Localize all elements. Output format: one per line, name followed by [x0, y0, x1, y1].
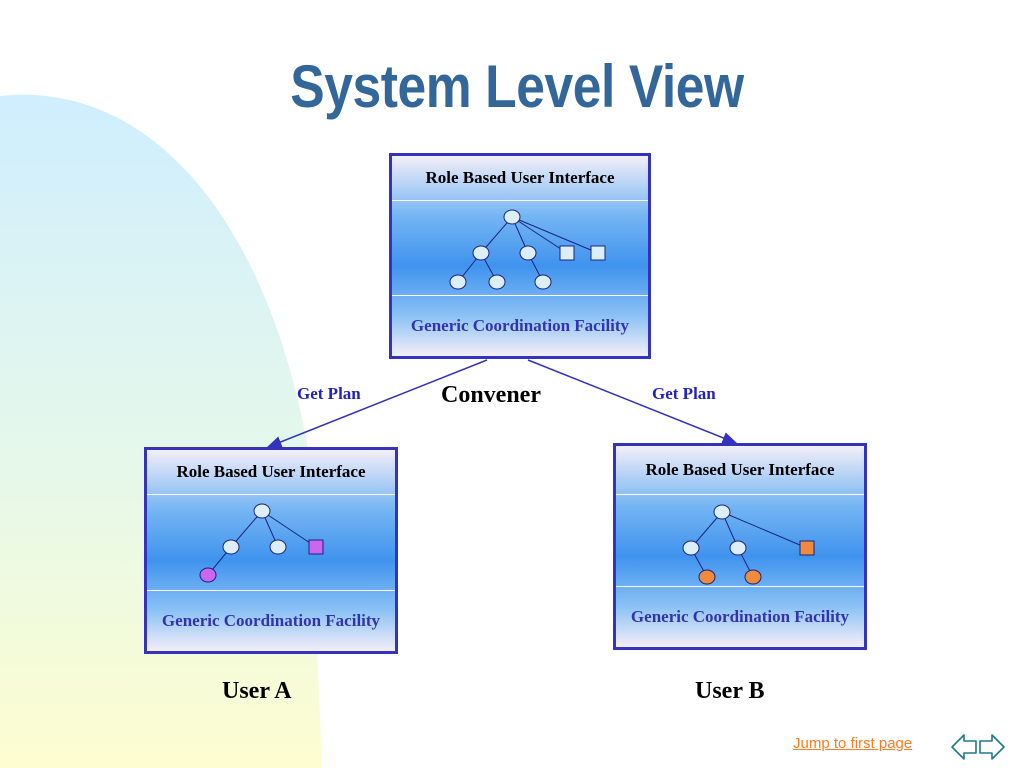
edge-label-right: Get Plan — [652, 384, 716, 403]
convener-header: Role Based User Interface — [392, 156, 648, 201]
edge-right — [527, 359, 738, 444]
tree-node-highlight — [744, 569, 762, 585]
tree-leaf-square-highlight — [799, 540, 815, 556]
edge-label-left: Get Plan — [297, 384, 361, 403]
edge-left — [266, 359, 488, 448]
arrow-left-icon[interactable] — [951, 734, 977, 760]
user-b-footer: Generic Coordination Facility — [616, 586, 864, 647]
tree-node — [488, 274, 506, 290]
tree-node — [519, 245, 537, 261]
tree-node-highlight — [199, 567, 217, 583]
tree-node-highlight — [698, 569, 716, 585]
jump-to-first-page-link[interactable]: Jump to first page — [793, 735, 913, 752]
tree-node — [682, 540, 700, 556]
tree-leaf-square — [559, 245, 575, 261]
user-b-box: Role Based User Interface Generic Coordi… — [613, 443, 867, 650]
user-b-header: Role Based User Interface — [616, 446, 864, 495]
tree-node — [472, 245, 490, 261]
tree-node — [253, 503, 271, 519]
user-a-label: User A — [222, 678, 292, 704]
tree-node — [534, 274, 552, 290]
tree-node — [222, 539, 240, 555]
page-title: System Level View — [290, 53, 744, 120]
user-a-footer: Generic Coordination Facility — [147, 590, 395, 651]
user-a-tree — [199, 503, 324, 583]
tree-leaf-square-highlight — [308, 539, 324, 555]
convener-tree — [449, 209, 606, 290]
tree-node — [503, 209, 521, 225]
user-b-label: User B — [695, 678, 765, 704]
tree-node — [449, 274, 467, 290]
tree-leaf-square — [590, 245, 606, 261]
nav-arrows — [951, 734, 1005, 760]
tree-node — [269, 539, 287, 555]
user-b-tree — [682, 504, 815, 585]
user-a-header: Role Based User Interface — [147, 450, 395, 495]
convener-footer: Generic Coordination Facility — [392, 295, 648, 356]
tree-node — [713, 504, 731, 520]
tree-node — [729, 540, 747, 556]
convener-label: Convener — [441, 382, 541, 408]
arrow-right-icon[interactable] — [979, 734, 1005, 760]
user-a-box: Role Based User Interface Generic Coordi… — [144, 447, 398, 654]
convener-box: Role Based User Interface Generic Coordi… — [389, 153, 651, 359]
